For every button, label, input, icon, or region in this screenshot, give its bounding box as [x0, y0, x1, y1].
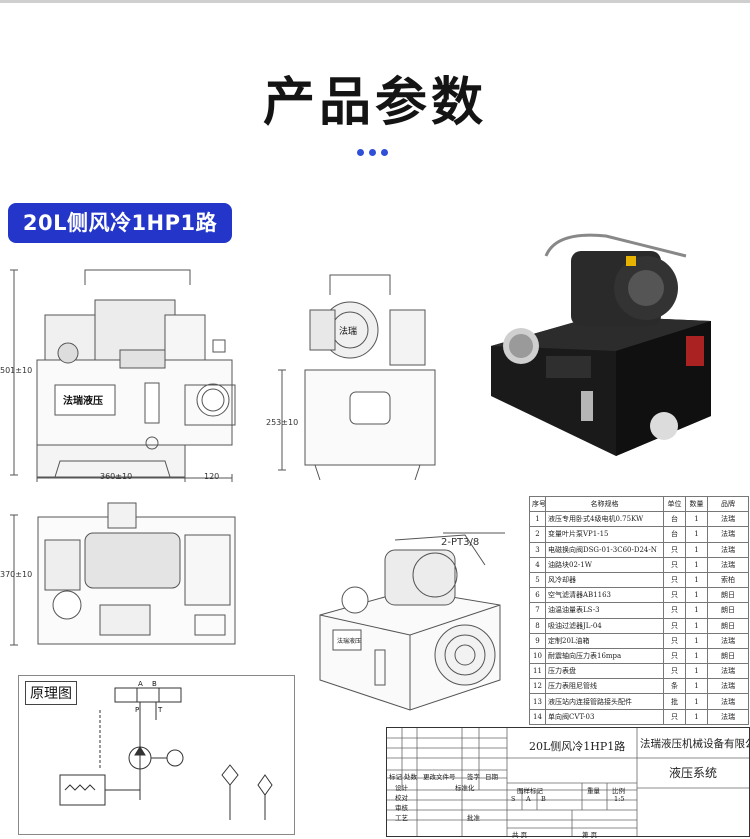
row-design: 设计 [395, 784, 408, 792]
row-review: 审核 [395, 804, 408, 812]
mark-col-1: 处数 [404, 773, 417, 781]
dim-port-label: 2-PT3/8 [441, 537, 480, 548]
system-name: 液压系统 [669, 766, 718, 780]
side-view-drawing: 法瑞 [278, 274, 436, 480]
stage-label: 图样标记 [517, 787, 543, 795]
parts-col-name: 名称规格 [545, 495, 664, 513]
top-divider [0, 0, 750, 3]
schematic-frame [18, 675, 295, 835]
parts-col-no: 序号 [529, 495, 546, 513]
parts-col-qty: 数量 [685, 495, 708, 513]
drawing-name: 20L侧风冷1HP1路 [529, 740, 626, 753]
hydraulic-schematic: A B P T [59, 680, 273, 820]
side-pump-label: 法瑞 [339, 325, 357, 337]
dim-top-depth: 370±10 [0, 570, 33, 579]
dim-side-height: 253±10 [266, 418, 299, 427]
port-t: T [157, 706, 163, 714]
mark-col-0: 标记 [389, 773, 402, 781]
nameplate-iso: 法瑞液压 [337, 637, 361, 645]
schematic-label: 原理图 [25, 681, 77, 705]
port-p: P [135, 706, 139, 714]
title-dots [357, 141, 397, 156]
product-photo [491, 233, 711, 456]
title-block-grid [387, 728, 749, 836]
row-process: 工艺 [395, 814, 408, 822]
row-check: 校对 [395, 794, 408, 802]
dim-front-height: 501±10 [0, 366, 33, 375]
stage-mark-b: B [541, 795, 546, 803]
weight-label: 重量 [587, 787, 600, 795]
top-view-drawing [10, 502, 236, 646]
dim-front-side: 120 [204, 472, 220, 481]
company-name: 法瑞液压机械设备有限公司 [640, 738, 750, 750]
front-view-drawing: 法瑞液压 [10, 269, 236, 482]
parts-col-unit: 单位 [663, 495, 686, 513]
row-standard: 标准化 [455, 784, 475, 792]
page-title: 产品参数 [262, 73, 487, 133]
port-a: A [138, 680, 143, 688]
parts-table-header: 序号 名称规格 单位 数量 品牌 [529, 495, 749, 513]
model-badge: 20L侧风冷1HP1路 [8, 203, 232, 243]
dim-front-width: 360±10 [100, 472, 133, 481]
row-approve: 批准 [467, 814, 480, 822]
mark-col-3: 签字 [467, 773, 480, 781]
stage-mark-s: S [511, 795, 516, 803]
sheet-total: 共 页 [512, 831, 528, 839]
ratio-value: 1:5 [614, 795, 625, 803]
sheet-no: 第 页 [582, 831, 598, 839]
iso-view-drawing: 法瑞液压 [319, 532, 505, 711]
stage-mark-a: A [526, 795, 531, 803]
parts-col-brand: 品牌 [707, 495, 749, 513]
nameplate-front: 法瑞液压 [63, 394, 103, 407]
mark-col-2: 更改文件号 [423, 773, 456, 781]
ratio-label: 比例 [612, 787, 625, 795]
title-block: 20L侧风冷1HP1路 法瑞液压机械设备有限公司 液压系统 标记 处数 更改文件… [386, 727, 750, 839]
mark-col-4: 日期 [485, 773, 498, 781]
port-b: B [152, 680, 157, 688]
